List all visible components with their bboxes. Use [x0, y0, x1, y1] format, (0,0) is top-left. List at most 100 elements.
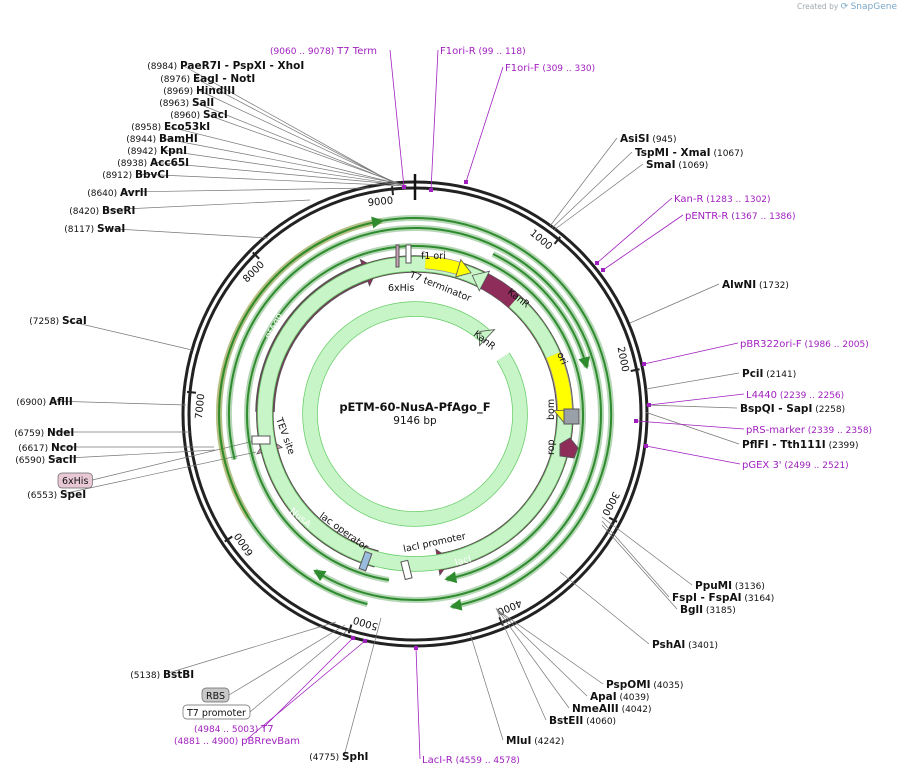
orf-green-bottom-b: [246, 245, 584, 584]
site-position: (6900): [16, 398, 49, 408]
primer-name: F1ori-R: [440, 46, 476, 57]
site-label-eco53ki: (8958) Eco53kI: [131, 121, 210, 133]
site-position: (1067): [711, 149, 744, 159]
primer-leader-line: [430, 49, 439, 191]
site-label-eagi: (8976) EagI - NotI: [160, 73, 255, 85]
site-leader-line: [495, 607, 547, 721]
plasmid-size: 9146 bp: [393, 415, 437, 427]
site-name: AsiSI: [620, 133, 649, 145]
primer-t7-term: (9060 .. 9078) T7 Term: [270, 46, 377, 57]
site-leader-line: [497, 609, 588, 697]
primer-label-text: L4440 (2239 .. 2256): [746, 390, 844, 401]
primer-binding-mark: [644, 444, 648, 448]
site-label-text: SmaI (1069): [646, 159, 708, 171]
site-leader-line: [197, 89, 395, 183]
site-position: (3185): [703, 606, 736, 616]
site-label-text: BstEII (4060): [549, 715, 616, 727]
site-name-extra: - FspAI: [697, 592, 742, 604]
ruler-tick-label: 7000: [194, 393, 207, 419]
site-label-ppumi: PpuMI (3136): [695, 580, 765, 592]
primer-leader-line: [389, 49, 405, 188]
site-position: (2258): [812, 405, 845, 415]
site-position: (8958): [131, 123, 164, 133]
site-name: PpuMI: [695, 580, 732, 592]
his6-marker: [395, 244, 400, 268]
site-leader-line: [644, 411, 740, 445]
site-name: HindIII: [196, 85, 235, 97]
site-position: (7258): [29, 317, 62, 327]
site-name-extra: - XhoI: [266, 60, 304, 72]
site-leader-line: [645, 404, 738, 409]
site-label-paer7i: (8984) PaeR7I - PspXI - XhoI: [147, 60, 304, 72]
ruler-tick: [608, 516, 618, 523]
site-leader-line: [551, 151, 633, 229]
site-label-text: (8640) AvrII: [87, 187, 147, 199]
primer-range: (9060 .. 9078): [270, 47, 337, 57]
feature-tag-leader: [228, 624, 346, 696]
site-position: (3136): [732, 582, 765, 592]
created-by-text: Created by: [797, 2, 839, 11]
site-label-pcii: PciI (2141): [742, 368, 796, 380]
rop-feature: [559, 437, 579, 459]
site-name-extra: - NotI: [219, 73, 256, 85]
primer-name: pENTR-R: [685, 211, 728, 222]
site-name: SpeI: [60, 489, 86, 501]
feature-tag-box: [182, 704, 251, 720]
primer-binding-mark: [402, 185, 406, 189]
site-name: PaeR7I: [180, 60, 221, 72]
leader-lines: [49, 49, 745, 760]
site-label-alwni: AlwNI (1732): [722, 279, 789, 291]
site-label-bsteii: BstEII (4060): [549, 715, 616, 727]
primer-range: (1367 .. 1386): [728, 212, 795, 222]
primer-label-text: pBR322ori-F (1986 .. 2005): [740, 339, 869, 350]
site-leader-line: [136, 173, 408, 187]
site-position: (1732): [756, 281, 789, 291]
primer-leader-line: [643, 342, 739, 365]
site-name: FspI: [672, 592, 697, 604]
site-label-bspqi: BspQI - SapI (2258): [740, 403, 845, 415]
site-leader-line: [165, 125, 400, 185]
site-position: (6553): [27, 491, 60, 501]
site-name: PspOMI: [606, 679, 651, 691]
primer-binding-mark: [429, 188, 433, 192]
site-leader-line: [194, 77, 393, 183]
primer-label-text: pENTR-R (1367 .. 1386): [685, 211, 796, 222]
site-name: SalI: [192, 97, 214, 109]
site-leader-line: [181, 64, 391, 182]
primer-range: (99 .. 118): [476, 47, 526, 57]
site-label-text: (8912) BbvCI: [102, 169, 169, 181]
site-label-sali: (8963) SalI: [159, 97, 214, 109]
site-position: (4775): [309, 753, 342, 763]
primer-f1ori-f: F1ori-F (309 .. 330): [505, 63, 595, 74]
primer-range: (309 .. 330): [539, 64, 595, 74]
primer-prs-marker: pRS-marker (2339 .. 2358): [746, 425, 872, 436]
feature-tag-leader: [92, 439, 259, 481]
primer-binding-mark: [363, 639, 367, 643]
ruler-tick: [498, 616, 504, 626]
site-name: BstBI: [163, 669, 194, 681]
primer-leader-line: [596, 197, 673, 264]
site-leader-line: [559, 571, 650, 645]
primer-name: T7: [260, 724, 273, 735]
site-leader-line: [629, 283, 720, 324]
site-label-fspi: FspI - FspAI (3164): [672, 592, 774, 604]
site-label-text: PciI (2141): [742, 368, 796, 380]
ori-feature: [546, 352, 572, 411]
primer-l4440: L4440 (2239 .. 2256): [746, 390, 844, 401]
primer-binding-mark: [634, 419, 638, 423]
site-name: MluI: [506, 735, 531, 747]
primer-label-text: pGEX 3' (2499 .. 2521): [742, 460, 849, 471]
laci-promoter-marker: [400, 559, 413, 581]
site-name: PflFI: [742, 439, 769, 451]
site-position: (4042): [619, 705, 652, 715]
site-name: NmeAIII: [572, 703, 619, 715]
primer-label-text: F1ori-R (99 .. 118): [440, 46, 526, 57]
site-label-bbvci: (8912) BbvCI: [102, 169, 169, 181]
kanr-b-feature: [303, 302, 527, 526]
site-label-bseri: (8420) BseRI: [69, 205, 135, 217]
site-label-pspomi: PspOMI (4035): [606, 679, 683, 691]
brand-text: SnapGene: [850, 2, 897, 12]
site-position: (5138): [130, 671, 163, 681]
primer-pentr-r: pENTR-R (1367 .. 1386): [685, 211, 796, 222]
